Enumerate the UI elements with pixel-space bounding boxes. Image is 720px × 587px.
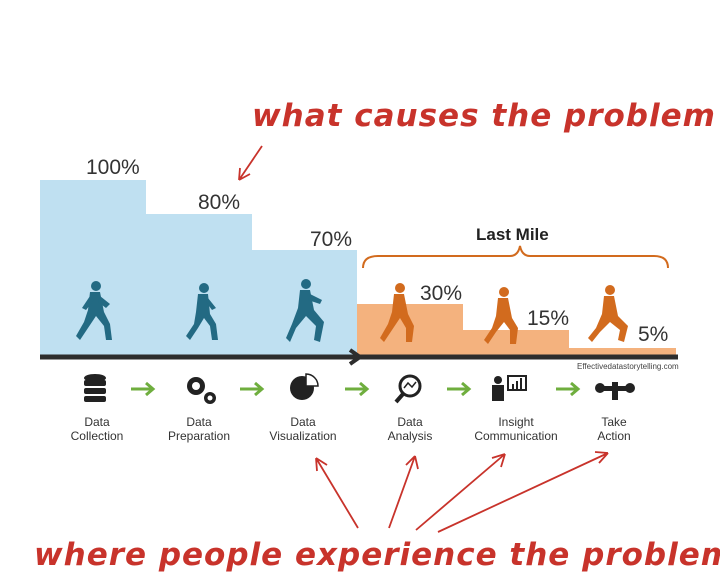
gears-icon <box>187 377 216 404</box>
runner-5-icon <box>484 287 518 344</box>
last-mile-label: Last Mile <box>476 225 549 244</box>
runner-2-icon <box>186 283 218 340</box>
process-arrow <box>556 381 581 397</box>
process-arrow <box>240 381 265 397</box>
percent-stage-3: 70% <box>310 228 353 251</box>
process-arrow <box>447 381 472 397</box>
bottom-annotation: where people experience the problem <box>34 537 720 573</box>
process-arrow <box>345 381 370 397</box>
bottom-annotation-arrows <box>315 451 609 533</box>
last-mile-brace <box>362 245 669 269</box>
tools-icon <box>595 382 635 400</box>
process-arrow <box>131 381 156 397</box>
top-annotation-arrow <box>238 145 263 181</box>
runner-6-icon <box>588 285 628 342</box>
blue-step-area <box>40 180 357 356</box>
percent-stage-1: 100% <box>86 156 140 179</box>
watermark: Effectivedatastorytelling.com <box>577 362 679 371</box>
percent-stage-6: 5% <box>638 323 669 346</box>
top-annotation: what causes the problem <box>252 98 716 134</box>
percent-stage-2: 80% <box>198 191 241 214</box>
runner-1-icon <box>76 281 112 340</box>
break-marker <box>348 348 364 366</box>
presenter-icon <box>492 375 527 401</box>
runner-3-icon <box>286 279 324 342</box>
pie-chart-icon <box>290 373 319 400</box>
magnifier-icon <box>394 374 422 404</box>
percent-stage-5: 15% <box>527 307 570 330</box>
database-icon <box>84 374 106 402</box>
percent-stage-4: 30% <box>420 282 463 305</box>
runner-4-icon <box>380 283 414 342</box>
